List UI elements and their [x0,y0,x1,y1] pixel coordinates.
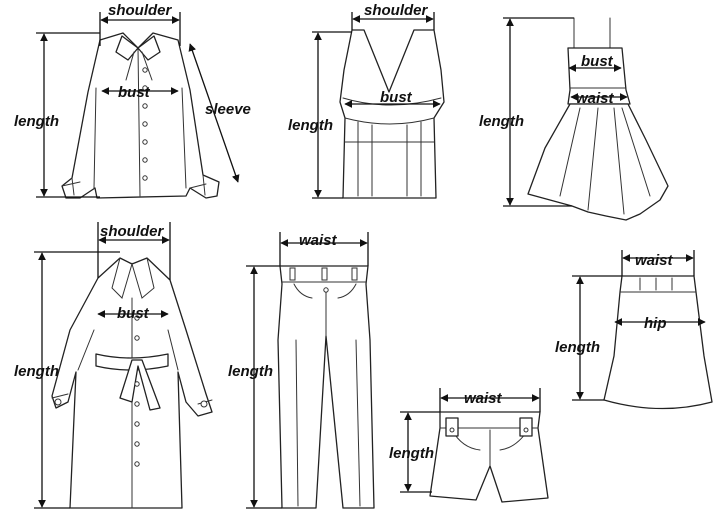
skirt-waist-label: waist [635,252,674,269]
button [142,103,148,109]
pants-body [277,265,375,509]
shirt-sleeve-label: sleeve [205,101,251,118]
shirt-bow-left [115,35,139,61]
shirt-sleeve-line [188,43,240,183]
shirt-left-cuff [61,177,81,196]
button [449,427,455,433]
coat-measurements: shoulder bust length [14,222,171,509]
skirt-body [603,275,713,410]
shirt-length-label: length [14,113,59,130]
dress-skirt-folds [559,107,651,215]
button [54,398,62,406]
pants-belt-loop [289,267,296,281]
pants-figure [277,265,375,509]
coat-buttons [134,315,140,467]
dress-length-label: length [479,113,524,130]
shirt-figure [61,32,220,199]
tank-top-bust-label: bust [380,89,413,106]
pants-length-label: length [228,363,273,380]
shirt-placket [137,47,141,197]
tank-top-body [339,29,445,199]
coat-collar [111,257,155,299]
pants-pockets [293,283,357,299]
tank-top-waist-seam [344,117,435,125]
tank-top-measurements: shoulder bust length [288,2,441,199]
button [134,461,140,467]
shirt-bust-label: bust [118,84,151,101]
shirt-bow-right [137,35,161,61]
shirt-measurements: shoulder bust length sleeve [14,2,251,198]
button [134,335,140,341]
skirt-figure [603,275,713,410]
coat-shoulder-label: shoulder [100,223,165,240]
button [142,139,148,145]
skirt-waistband-stitches [639,277,673,291]
skirt-hip-label: hip [644,315,667,332]
pants-belt-loop [351,267,358,281]
dress-straps [573,17,611,49]
shirt-body [61,32,220,199]
shirt-shoulder-label: shoulder [108,2,173,19]
dress-measurements: bust waist length [479,17,628,207]
skirt-measurements: waist hip length [555,250,706,401]
button [142,121,148,127]
button [142,157,148,163]
dress-bodice [567,47,631,105]
button [134,421,140,427]
button [134,401,140,407]
coat-belt-tie [119,359,161,411]
tank-top-pleats [357,121,422,197]
tank-top-figure [339,29,445,199]
pants-creases [295,339,361,507]
dress-figure [527,17,669,221]
coat-length-label: length [14,363,59,380]
shorts-measurements: waist length [389,388,541,493]
button [134,441,140,447]
pants-waist-label: waist [299,232,338,249]
shorts-figure [429,411,549,503]
shorts-length-label: length [389,445,434,462]
shirt-bow-tails [125,51,153,81]
button [523,427,529,433]
shorts-body [429,411,549,503]
tank-top-shoulder-label: shoulder [364,2,429,19]
coat-sleeve-seams [77,329,179,371]
shirt-buttons [142,67,148,181]
dress-skirt [527,103,669,221]
button [142,67,148,73]
shorts-tab-right [519,417,533,437]
shirt-right-sleeve-seam [181,87,187,189]
button [142,175,148,181]
pants-measurements: waist length [228,232,369,509]
coat-figure [51,257,213,509]
shorts-waist-label: waist [464,390,503,407]
dress-bust-label: bust [581,53,614,70]
dress-waist-label: waist [576,90,615,107]
button [134,381,140,387]
tank-top-length-label: length [288,117,333,134]
shorts-tab-left [445,417,459,437]
skirt-length-label: length [555,339,600,356]
pants-belt-loop [321,267,328,281]
coat-bust-label: bust [117,305,150,322]
shirt-left-sleeve-seam [93,87,97,189]
button [200,400,208,408]
